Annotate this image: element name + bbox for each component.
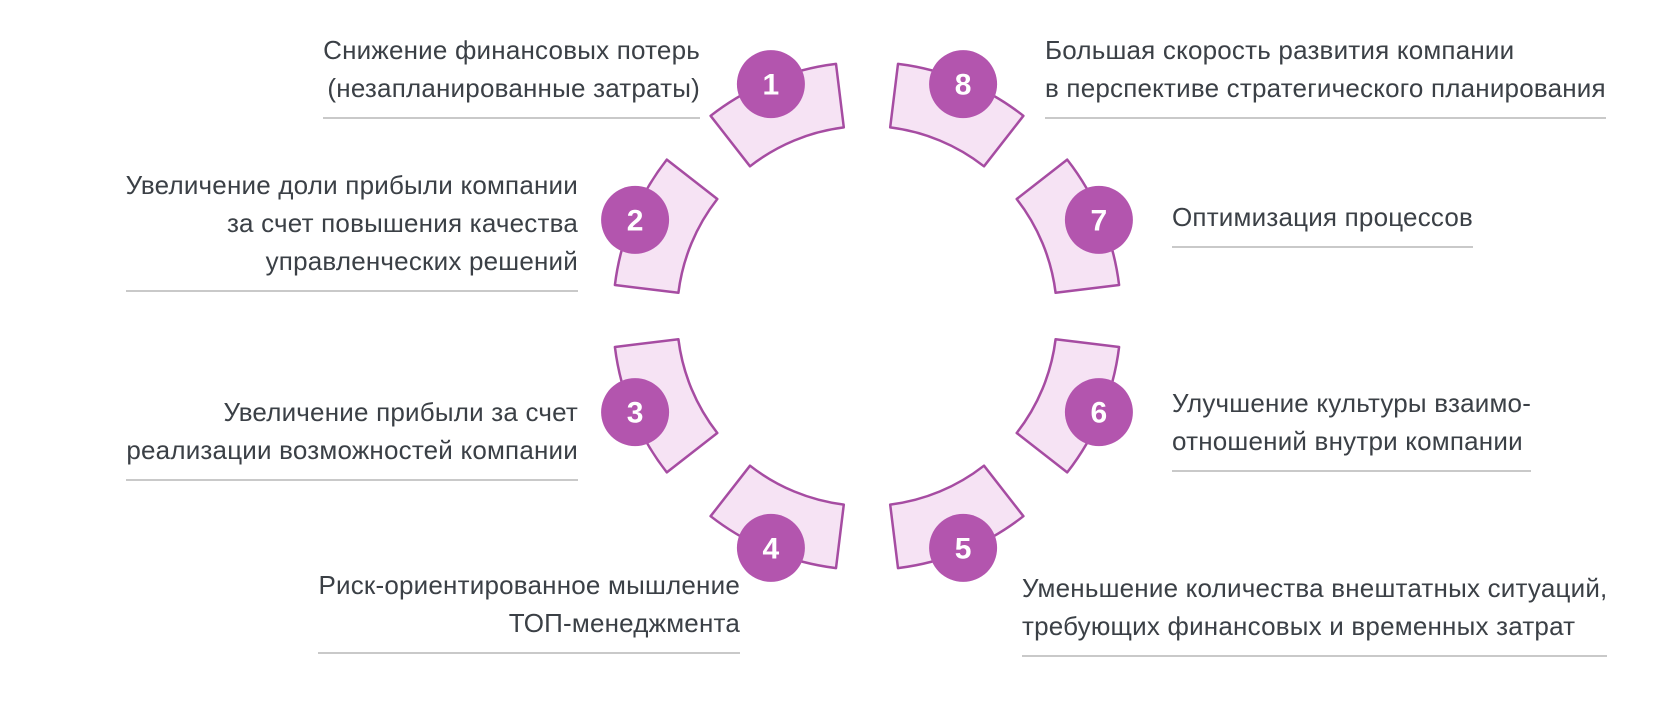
benefit-text-1: Снижение финансовых потерь (незапланиров…: [323, 35, 700, 103]
underline-rule-6: [1172, 470, 1532, 472]
benefit-text-5: Уменьшение количества внештатных ситуаци…: [1022, 573, 1608, 641]
segment-number-3: 3: [627, 397, 644, 430]
benefit-text-6: Улучшение культуры взаимо- отношений вну…: [1172, 388, 1532, 456]
segment-badge-6: [1064, 378, 1133, 447]
benefit-note-2: Увеличение доли прибыли компании за счет…: [125, 166, 578, 292]
benefit-text-7: Оптимизация процессов: [1172, 202, 1474, 232]
underline-rule-8: [1045, 117, 1606, 119]
segment-badge-7: [1064, 185, 1133, 254]
benefit-note-7: Оптимизация процессов: [1172, 198, 1474, 248]
segment-number-1: 1: [763, 69, 780, 102]
segment-badge-1: [736, 50, 805, 119]
benefit-note-3: Увеличение прибыли за счет реализации во…: [126, 393, 578, 481]
segment-badge-8: [929, 50, 998, 119]
underline-rule-7: [1172, 246, 1474, 248]
benefit-text-8: Большая скорость развития компании в пер…: [1045, 35, 1606, 103]
benefit-text-2: Увеличение доли прибыли компании за счет…: [125, 170, 578, 276]
underline-rule-5: [1022, 655, 1608, 657]
benefit-note-4: Риск-ориентированное мышление ТОП-менедж…: [318, 566, 740, 654]
underline-rule-4: [318, 652, 740, 654]
segment-badge-3: [601, 378, 670, 447]
segment-number-7: 7: [1091, 204, 1108, 237]
segment-number-8: 8: [955, 69, 972, 102]
segment-badge-4: [736, 513, 805, 582]
benefit-text-3: Увеличение прибыли за счет реализации во…: [126, 397, 578, 465]
benefit-note-5: Уменьшение количества внештатных ситуаци…: [1022, 569, 1608, 657]
segment-number-5: 5: [955, 532, 972, 565]
benefit-note-8: Большая скорость развития компании в пер…: [1045, 31, 1606, 119]
segment-number-2: 2: [627, 204, 644, 237]
segment-number-4: 4: [763, 532, 780, 565]
segment-number-6: 6: [1091, 397, 1108, 430]
segment-badge-5: [929, 513, 998, 582]
benefit-note-1: Снижение финансовых потерь (незапланиров…: [323, 31, 700, 119]
underline-rule-1: [323, 117, 700, 119]
benefit-text-4: Риск-ориентированное мышление ТОП-менедж…: [318, 570, 740, 638]
underline-rule-3: [126, 479, 578, 481]
underline-rule-2: [125, 290, 578, 292]
segment-badge-2: [601, 185, 670, 254]
benefit-note-6: Улучшение культуры взаимо- отношений вну…: [1172, 384, 1532, 472]
